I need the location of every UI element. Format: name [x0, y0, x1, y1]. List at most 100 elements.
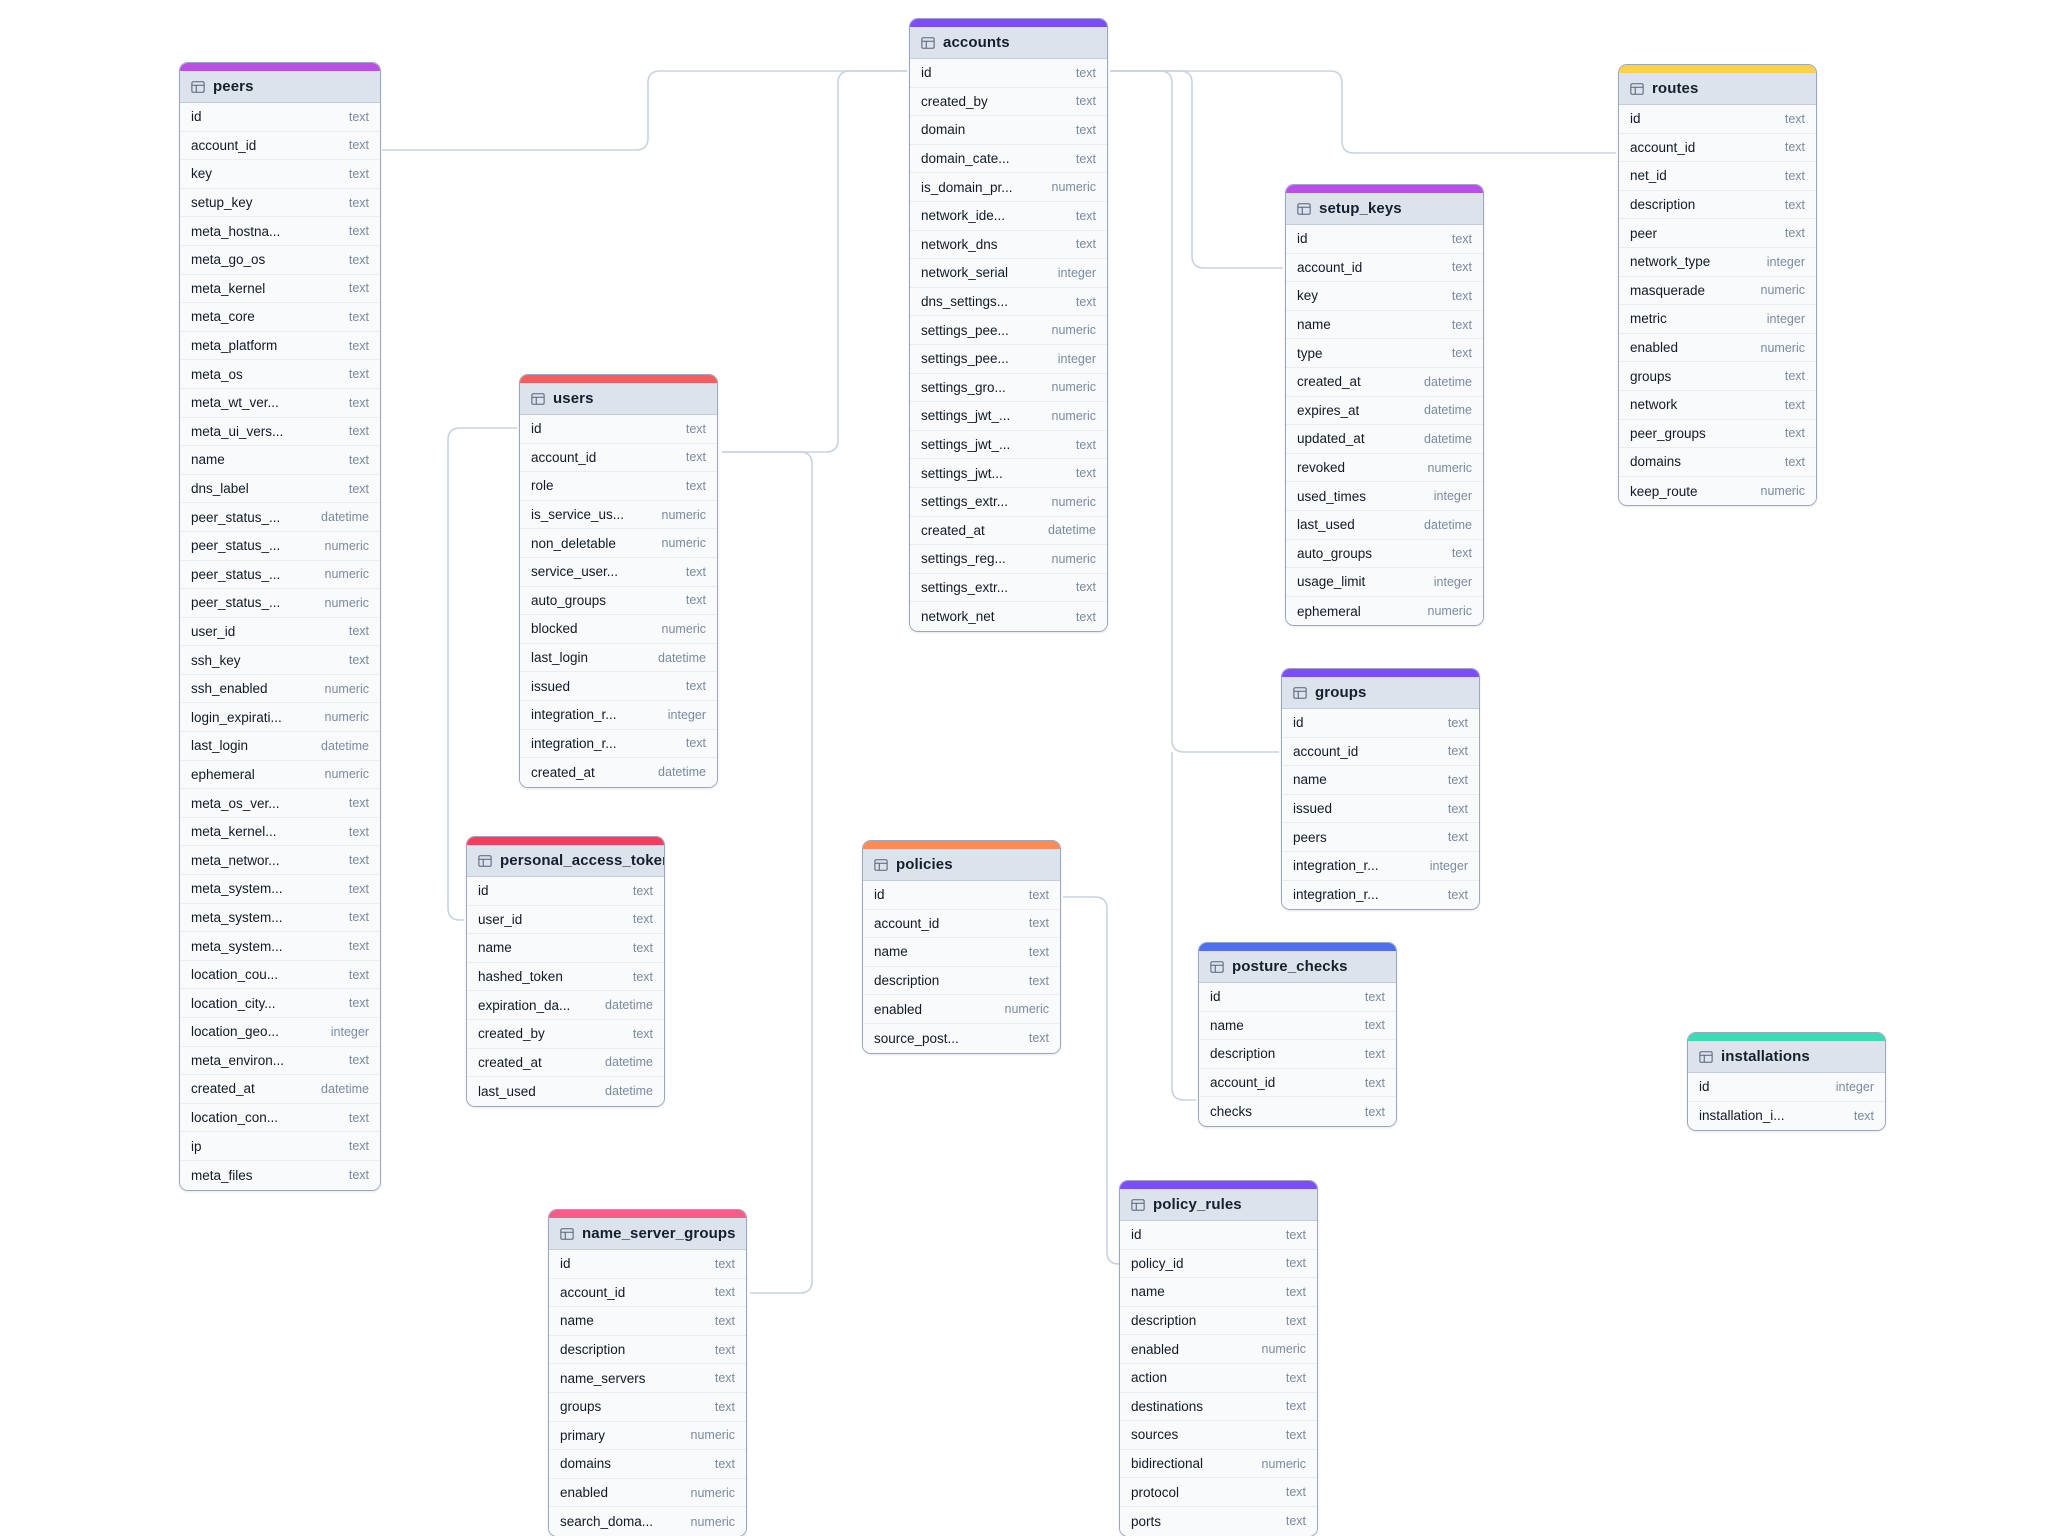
column-row[interactable]: settings_gro...numeric	[910, 373, 1107, 403]
column-row[interactable]: settings_extr...numeric	[910, 487, 1107, 517]
table-header[interactable]: setup_keys	[1286, 193, 1483, 225]
column-row[interactable]: peer_status_...numeric	[180, 589, 380, 618]
column-row[interactable]: meta_os_ver...text	[180, 789, 380, 818]
column-row[interactable]: search_doma...numeric	[549, 1507, 746, 1536]
column-row[interactable]: meta_environ...text	[180, 1046, 380, 1076]
column-row[interactable]: meta_ui_vers...text	[180, 417, 380, 447]
table-header[interactable]: users	[520, 383, 717, 415]
table-header[interactable]: routes	[1619, 73, 1816, 105]
column-row[interactable]: settings_reg...numeric	[910, 545, 1107, 574]
column-row[interactable]: settings_jwt_...text	[910, 430, 1107, 460]
column-row[interactable]: meta_networ...text	[180, 846, 380, 876]
column-row[interactable]: peer_status_...numeric	[180, 560, 380, 590]
column-row[interactable]: settings_pee...integer	[910, 344, 1107, 374]
table-header[interactable]: groups	[1282, 677, 1479, 709]
column-row[interactable]: location_geo...integer	[180, 1018, 380, 1047]
column-row[interactable]: meta_system...text	[180, 932, 380, 961]
column-row[interactable]: is_service_us...numeric	[520, 500, 717, 530]
table-header[interactable]: name_server_groups	[549, 1218, 746, 1250]
column-row[interactable]: settings_jwt_...numeric	[910, 402, 1107, 431]
column-row[interactable]: settings_pee...numeric	[910, 316, 1107, 345]
table-header[interactable]: installations	[1688, 1041, 1885, 1073]
column-row[interactable]: location_cou...text	[180, 960, 380, 990]
column-row[interactable]: network_ide...text	[910, 201, 1107, 231]
column-row[interactable]: login_expirati...numeric	[180, 703, 380, 733]
column-row[interactable]: meta_system...text	[180, 875, 380, 904]
column-row[interactable]: is_domain_pr...numeric	[910, 173, 1107, 202]
column-row[interactable]: service_user...text	[520, 557, 717, 587]
table-header[interactable]: posture_checks	[1199, 951, 1396, 983]
table-header[interactable]: policy_rules	[1120, 1189, 1317, 1221]
column-row[interactable]: installation_i...text	[1688, 1101, 1885, 1131]
